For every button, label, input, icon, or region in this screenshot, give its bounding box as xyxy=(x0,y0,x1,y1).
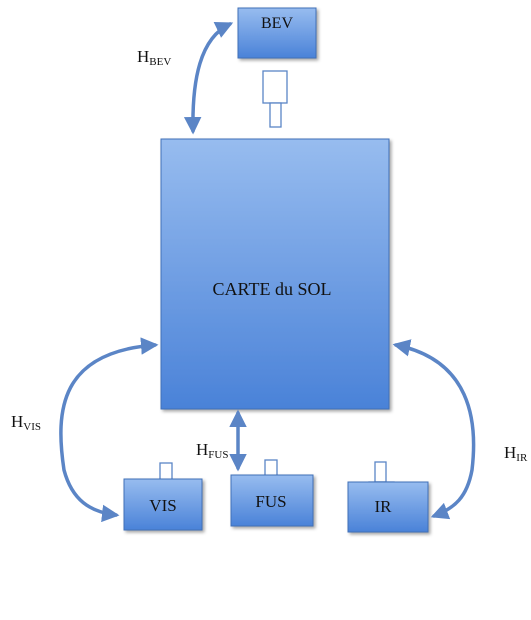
fus-node: FUS xyxy=(230,474,314,527)
bev-node: BEV xyxy=(237,7,317,59)
vis-label: VIS xyxy=(149,496,176,515)
carte-du-sol-node: CARTE du SOL xyxy=(160,138,390,410)
h-fus-label: HFUS xyxy=(196,440,228,461)
camera-sensor-icon xyxy=(262,70,288,128)
ir-node: IR xyxy=(347,481,429,533)
vis-node: VIS xyxy=(123,478,203,531)
fus-box xyxy=(230,474,314,527)
bev-box xyxy=(237,7,317,59)
bev-link-arrow xyxy=(183,22,234,135)
vis-link-arrow xyxy=(59,337,159,523)
fus-label: FUS xyxy=(255,492,286,511)
h-ir-label: HIR xyxy=(504,443,528,464)
h-vis-label: HVIS xyxy=(11,412,41,433)
carte-du-sol-box xyxy=(160,138,390,410)
h-bev-label: HBEV xyxy=(137,47,171,68)
carte-du-sol-label: CARTE du SOL xyxy=(213,279,332,299)
ir-link-arrow xyxy=(392,339,476,520)
bev-label: BEV xyxy=(261,15,293,32)
ir-label: IR xyxy=(375,497,393,516)
